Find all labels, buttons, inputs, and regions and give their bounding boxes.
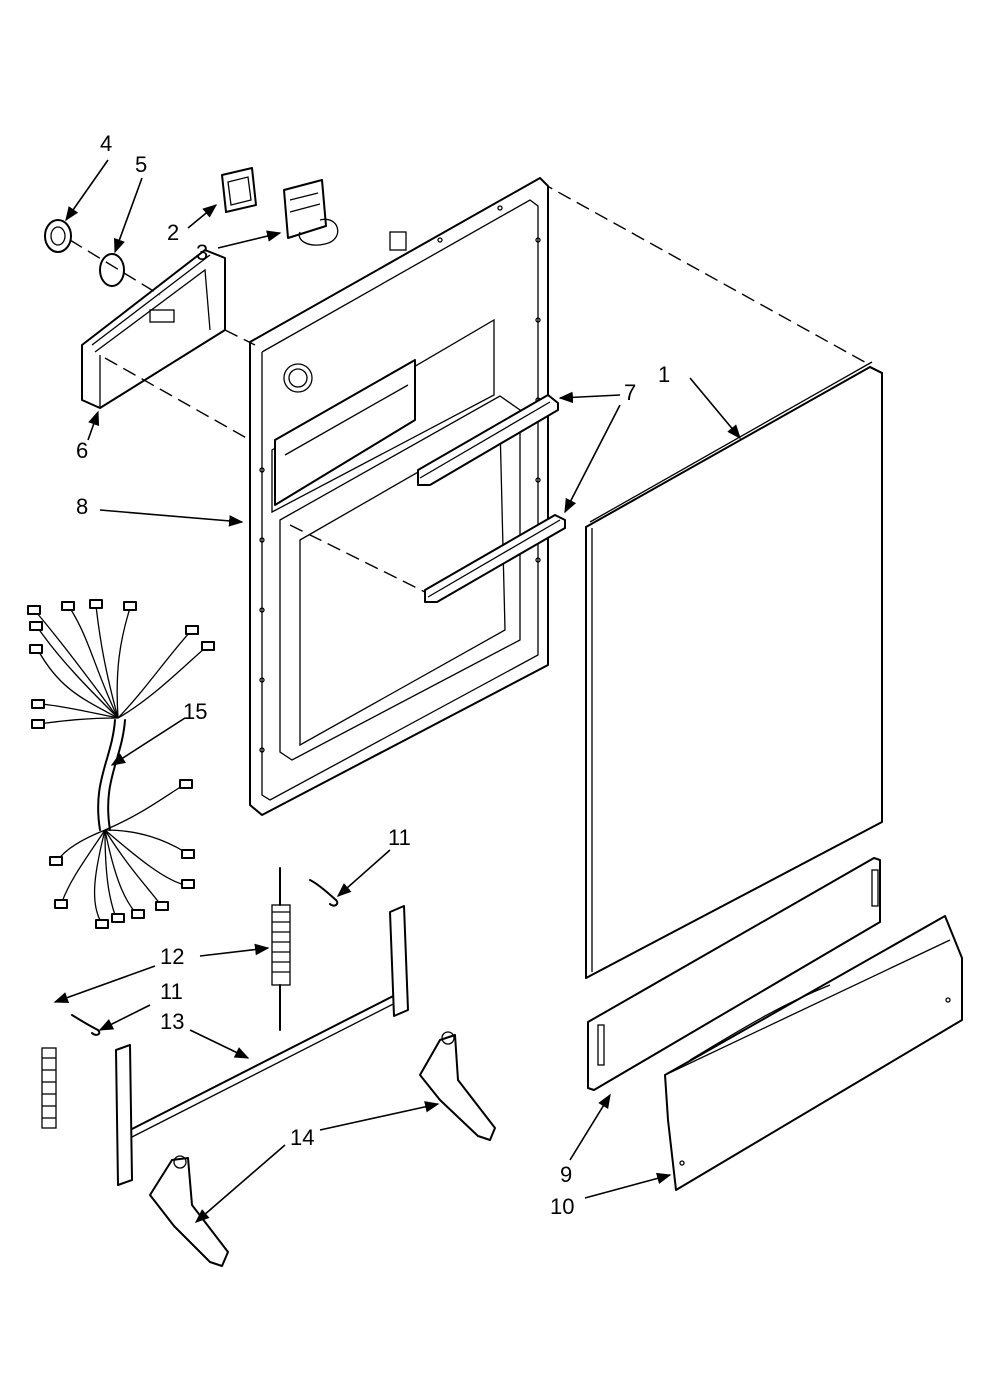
switch — [283, 179, 339, 246]
knob — [44, 219, 72, 253]
callout-13: 13 — [160, 1009, 184, 1034]
callout-10: 10 — [550, 1194, 574, 1219]
label-plate — [221, 167, 257, 213]
hinge-arm-right — [419, 1031, 496, 1141]
control-housing — [81, 249, 226, 409]
callout-12: 12 — [160, 944, 184, 969]
callout-labels: 1 2 3 4 5 6 7 8 9 10 11 11 12 13 14 15 — [76, 131, 670, 1219]
leader-lines — [53, 159, 741, 1223]
clip-lower — [71, 1014, 101, 1036]
callout-11-upper: 11 — [388, 825, 411, 850]
callout-2: 2 — [167, 220, 179, 245]
door-handles — [417, 394, 566, 603]
vent-opening — [283, 363, 313, 393]
callout-5: 5 — [135, 152, 147, 177]
wiring-harness — [27, 599, 215, 929]
left-spring — [41, 1047, 57, 1129]
toe-panel — [587, 857, 881, 1091]
callout-4: 4 — [100, 131, 112, 156]
callout-6: 6 — [76, 438, 88, 463]
top-slot — [389, 231, 407, 251]
callout-1: 1 — [658, 362, 670, 387]
callout-15: 15 — [183, 699, 207, 724]
callout-8: 8 — [76, 494, 88, 519]
clip-upper — [309, 879, 339, 907]
hinge-arm-left — [149, 1155, 229, 1267]
inner-door-frame — [249, 177, 549, 816]
callout-14: 14 — [290, 1125, 314, 1150]
callout-11-lower: 11 — [160, 979, 183, 1004]
hinge-rod — [115, 905, 409, 1186]
door-outer-panel — [585, 361, 883, 979]
callout-7: 7 — [624, 380, 636, 405]
kickplate — [664, 915, 963, 1191]
top-outline — [539, 181, 871, 366]
callout-9: 9 — [560, 1162, 572, 1187]
callout-3: 3 — [196, 240, 208, 265]
ring-seal — [99, 253, 125, 287]
hinge-spring — [271, 867, 291, 1031]
